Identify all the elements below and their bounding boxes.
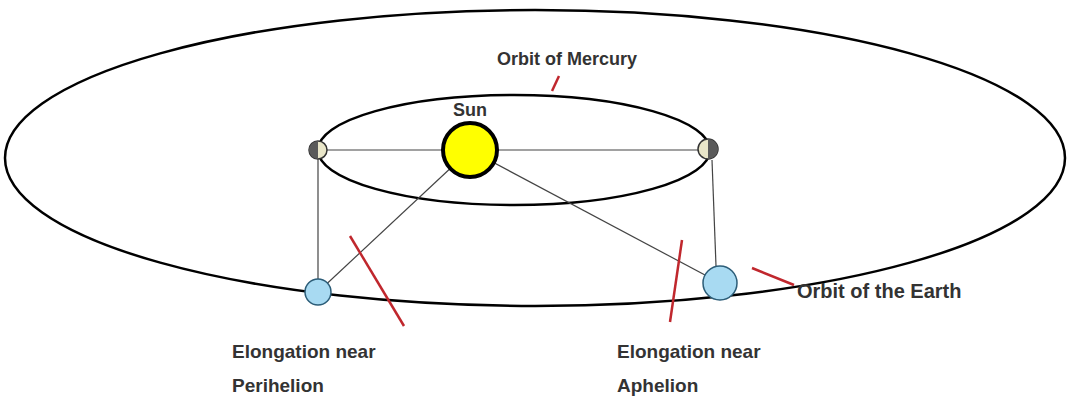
caption-label: Elongation near Aphelion [617,335,795,403]
sight-line [317,159,318,279]
sun-node: Sun [436,100,504,184]
mercury-shadow [309,141,318,159]
mercury-orbit [318,95,710,205]
earth-planet [305,279,331,305]
caption-label: Elongation near Perihelion [232,335,410,403]
caption-label: Orbit of the Earth [797,279,1059,303]
sun-disc [443,123,497,177]
leader-line [752,268,794,285]
mercury-shadow [708,139,718,159]
apsis-line [318,149,708,150]
sun-line [470,150,720,283]
earth-planet [703,266,737,300]
sun-line [318,150,470,292]
node-label: Sun [436,100,504,120]
sight-line [712,160,716,266]
earth-orbit [5,10,1065,306]
mercury-planet [698,139,718,159]
caption-label: Orbit of Mercury [497,48,697,70]
leader-line [552,76,559,91]
leader-line [350,236,404,326]
leader-line [670,240,682,322]
mercury-planet [309,141,327,159]
